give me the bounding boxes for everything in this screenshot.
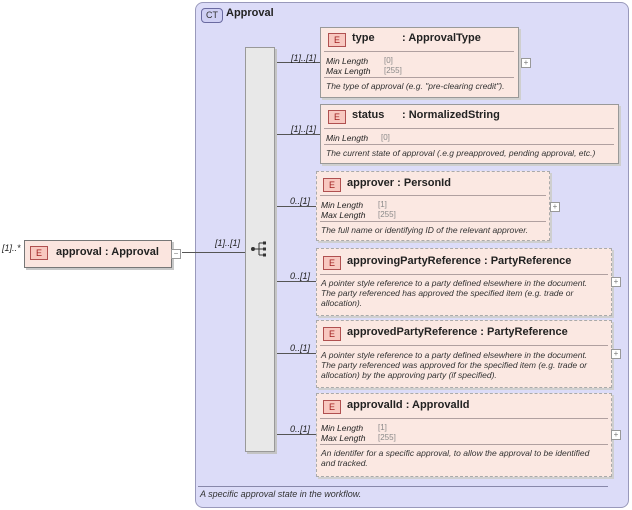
element-divider	[324, 128, 614, 129]
expand-toggle[interactable]: +	[611, 277, 621, 287]
prop-value: [0]	[381, 133, 390, 142]
element-type: : NormalizedString	[402, 109, 500, 121]
connector-approving-party	[273, 281, 316, 282]
element-description: The full name or identifying ID of the r…	[321, 225, 529, 235]
root-element-badge: E	[30, 246, 48, 260]
root-element-box[interactable]	[24, 240, 172, 268]
element-multiplicity: 0..[1]	[290, 196, 311, 206]
prop-value: [1]	[378, 200, 387, 209]
element-divider	[324, 144, 614, 145]
complex-type-title: Approval	[226, 7, 274, 19]
element-multiplicity: 0..[1]	[290, 271, 311, 281]
prop-label: Min Length	[326, 133, 369, 143]
expand-toggle[interactable]: +	[550, 202, 560, 212]
prop-value: [0]	[384, 56, 393, 65]
expand-toggle[interactable]: +	[521, 58, 531, 68]
prop-label: Max Length	[321, 433, 366, 443]
connector-type	[273, 62, 320, 63]
sequence-icon	[251, 241, 266, 257]
element-box-status[interactable]	[320, 104, 619, 164]
element-description: A pointer style reference to a party def…	[321, 350, 588, 380]
prop-label: Min Length	[321, 423, 364, 433]
documentation-divider	[198, 486, 608, 487]
prop-value: [255]	[378, 433, 396, 442]
element-divider	[324, 51, 514, 52]
element-multiplicity: 0..[1]	[290, 424, 311, 434]
element-description: A pointer style reference to a party def…	[321, 278, 588, 308]
element-box-approval-id[interactable]	[316, 393, 612, 477]
element-badge: E	[323, 400, 341, 414]
expand-toggle[interactable]: +	[611, 349, 621, 359]
element-description: The current state of approval (.e.g prea…	[326, 148, 596, 158]
element-divider	[324, 77, 514, 78]
element-title: approvalId : ApprovalId	[347, 399, 470, 411]
prop-label: Min Length	[321, 200, 364, 210]
element-divider	[320, 221, 546, 222]
prop-value: [1]	[378, 423, 387, 432]
connector-approver	[273, 206, 316, 207]
element-description: An identifer for a specific approval, to…	[321, 448, 590, 468]
root-element-title: approval : Approval	[56, 246, 159, 258]
element-title: approver : PersonId	[347, 177, 451, 189]
complex-type-documentation: A specific approval state in the workflo…	[200, 489, 362, 499]
element-title: approvingPartyReference : PartyReference	[347, 255, 572, 267]
element-badge: E	[323, 178, 341, 192]
sequence-multiplicity: [1]..[1]	[215, 238, 241, 248]
element-description: The type of approval (e.g. "pre-clearing…	[326, 81, 505, 91]
element-divider	[320, 418, 608, 419]
root-multiplicity: [1]..*	[2, 243, 21, 253]
element-name: status	[352, 109, 385, 121]
prop-value: [255]	[384, 66, 402, 75]
collapse-toggle-root[interactable]: −	[171, 249, 181, 259]
sequence-compositor[interactable]	[245, 47, 275, 452]
element-title: approvedPartyReference : PartyReference	[347, 326, 568, 338]
connector-status	[273, 134, 320, 135]
element-multiplicity: [1]..[1]	[291, 124, 317, 134]
element-badge: E	[323, 256, 341, 270]
prop-label: Max Length	[321, 210, 366, 220]
element-badge: E	[328, 33, 346, 47]
expand-toggle[interactable]: +	[611, 430, 621, 440]
element-badge: E	[323, 327, 341, 341]
connector-approved-party	[273, 353, 316, 354]
element-box-approved-party-reference[interactable]	[316, 320, 612, 388]
element-type: : ApprovalType	[402, 32, 481, 44]
prop-value: [255]	[378, 210, 396, 219]
element-badge: E	[328, 110, 346, 124]
element-multiplicity: [1]..[1]	[291, 53, 317, 63]
complex-type-badge: CT	[201, 8, 223, 23]
element-box-approving-party-reference[interactable]	[316, 248, 612, 316]
element-divider	[320, 195, 546, 196]
element-divider	[320, 444, 608, 445]
prop-label: Min Length	[326, 56, 369, 66]
root-connector-line	[182, 252, 245, 253]
connector-approval-id	[273, 434, 316, 435]
element-box-approver[interactable]	[316, 171, 550, 241]
element-divider	[320, 345, 608, 346]
element-name: type	[352, 32, 375, 44]
element-multiplicity: 0..[1]	[290, 343, 311, 353]
element-divider	[320, 274, 608, 275]
prop-label: Max Length	[326, 66, 371, 76]
element-box-type[interactable]	[320, 27, 519, 98]
